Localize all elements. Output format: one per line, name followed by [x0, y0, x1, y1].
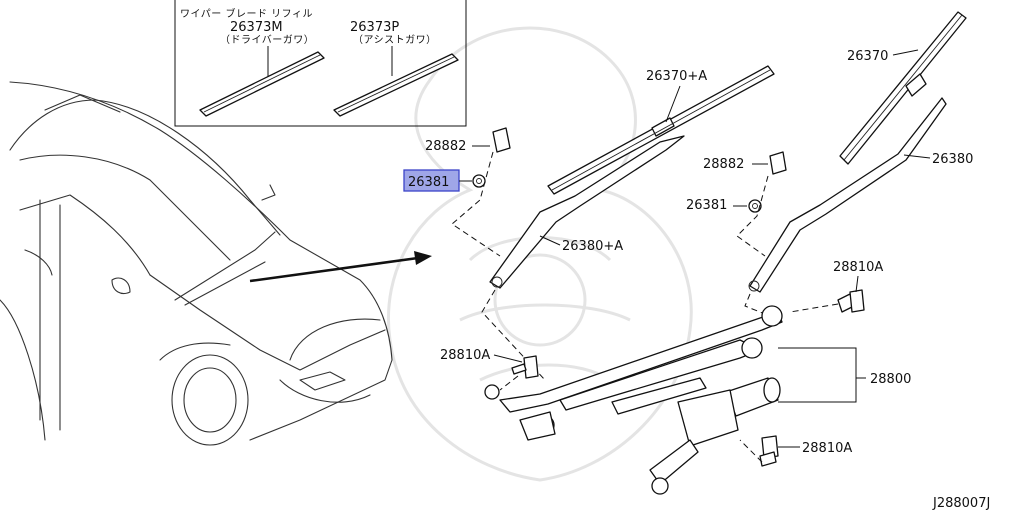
refill-assist-part: 26373P — [350, 20, 399, 35]
leader-blade-left — [665, 85, 681, 123]
refill-assist-note: （アシストガワ） — [353, 34, 437, 46]
cap-left-part — [492, 127, 511, 153]
label-blade-right: 26370 — [847, 49, 888, 64]
label-bolt-left: 28810A — [440, 348, 490, 363]
bolt-top-part — [837, 289, 865, 313]
leader-arm-right — [903, 154, 931, 159]
dash-right-upper — [736, 175, 769, 257]
refill-inset: ワイパー ブレード リフィル 26373M （ドライバーガワ） 26373P （… — [174, 0, 467, 127]
label-arm-left: 26380+A — [562, 239, 623, 254]
car-illustration — [0, 81, 393, 446]
wiper-linkage-part — [484, 305, 783, 441]
bolt-left-part — [511, 355, 539, 379]
refill-assist — [333, 53, 459, 117]
refill-driver — [199, 51, 325, 117]
dash-left-upper — [451, 151, 501, 257]
bracket-motor — [778, 347, 866, 403]
figure-code: J288007J — [932, 496, 990, 511]
arm-left-part — [489, 135, 685, 289]
nut-left-part — [472, 174, 486, 188]
label-cap-left: 28882 — [425, 139, 466, 154]
label-nut-left: 26381 — [408, 175, 449, 190]
label-blade-left: 26370+A — [646, 69, 707, 84]
label-nut-right: 26381 — [686, 198, 727, 213]
bolt-bottom-part — [759, 435, 779, 467]
dash-bolt-bottom — [739, 439, 763, 463]
refill-driver-note: （ドライバーガワ） — [220, 34, 314, 46]
leader-bolt-top — [855, 275, 859, 293]
blade-right-part — [839, 11, 967, 165]
nut-right-part — [748, 199, 762, 213]
refill-driver-part: 26373M — [230, 20, 283, 35]
leader-blade-right — [892, 49, 919, 56]
dash-bolt-left — [499, 375, 519, 391]
pointer-arrow — [249, 251, 432, 283]
label-arm-right: 26380 — [932, 152, 973, 167]
dash-left-lower — [481, 289, 546, 381]
watermark-crest — [387, 26, 693, 482]
label-cap-right: 28882 — [703, 157, 744, 172]
arm-right-part — [748, 97, 947, 293]
label-motor-link: 28800 — [870, 372, 911, 387]
blade-left-part — [547, 65, 775, 195]
label-bolt-top: 28810A — [833, 260, 883, 275]
wiper-motor-part — [649, 377, 781, 495]
leader-bolt-left — [493, 354, 523, 363]
dash-bolt-top — [789, 303, 839, 313]
inset-header: ワイパー ブレード リフィル — [180, 7, 313, 20]
cap-right-part — [769, 151, 787, 175]
leader-arm-left — [539, 235, 561, 246]
label-bolt-bottom: 28810A — [802, 441, 852, 456]
dash-right-lower — [744, 293, 766, 315]
